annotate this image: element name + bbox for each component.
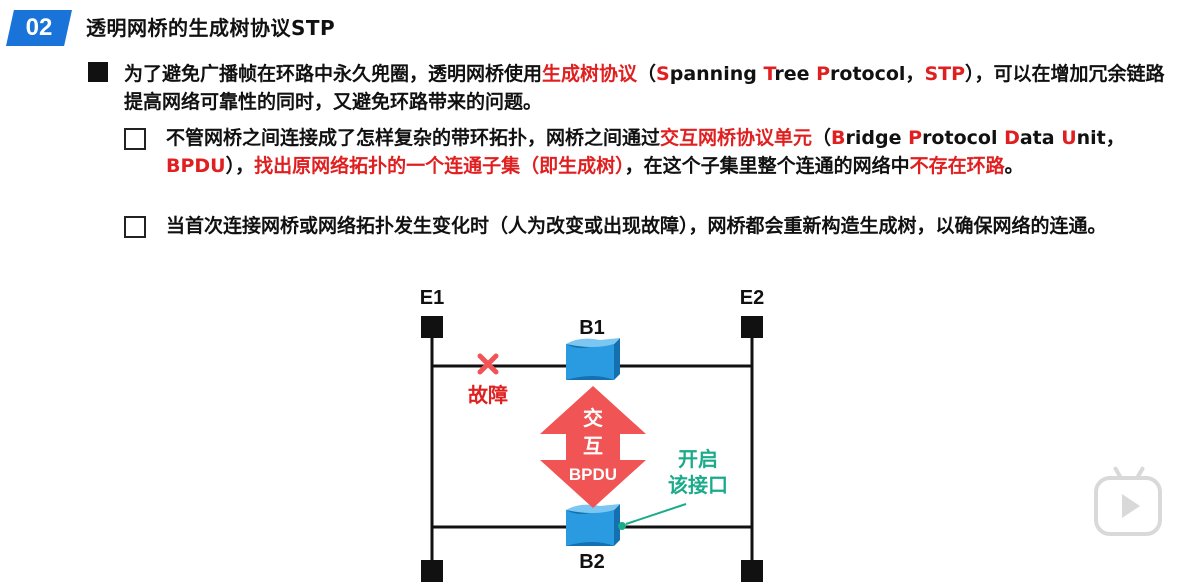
label-b2: B2 xyxy=(579,551,605,573)
open-label-1: 开启 xyxy=(678,447,718,471)
bullet-checkbox-icon xyxy=(124,128,146,150)
text-run: 为了避免广播帧在环路中永久兜圈，透明网桥使用 xyxy=(124,63,543,85)
highlight-letter: D xyxy=(1004,127,1020,149)
text-run: 。 xyxy=(1004,155,1024,177)
highlight-letter: P xyxy=(908,127,923,149)
highlight-letter: T xyxy=(763,63,775,85)
open-pointer-line xyxy=(625,503,687,525)
label-e1: E1 xyxy=(420,287,444,309)
bridge-b2-icon xyxy=(566,504,620,546)
text-run: nit， xyxy=(1076,127,1125,149)
play-ear-left xyxy=(1112,465,1124,481)
bullet-2-text: 不管网桥之间连接成了怎样复杂的带环拓扑，网桥之间通过交互网桥协议单元（Bridg… xyxy=(166,124,1174,180)
fault-x-icon xyxy=(477,353,499,375)
bullet-2: 不管网桥之间连接成了怎样复杂的带环拓扑，网桥之间通过交互网桥协议单元（Bridg… xyxy=(124,124,1174,180)
arrow-label-2: 互 xyxy=(583,436,603,458)
text-run: ata xyxy=(1019,127,1062,149)
text-run: rotocol xyxy=(922,127,1005,149)
text-run: ridge xyxy=(845,127,909,149)
bullet-square-icon xyxy=(88,62,108,82)
text-run: （ xyxy=(812,127,832,149)
section-number: 02 xyxy=(25,14,53,41)
highlight-letter: P xyxy=(816,63,831,85)
text-run: ）， xyxy=(225,155,255,177)
highlight-stp-term: 生成树协议 xyxy=(542,63,638,85)
bullet-3: 当首次连接网桥或网络拓扑发生变化时（人为改变或出现故障），网桥都会重新构造生成树… xyxy=(124,212,1174,240)
label-e2: E2 xyxy=(740,287,764,309)
page-title: 透明网桥的生成树协议STP xyxy=(86,16,336,40)
bullet-checkbox-icon xyxy=(124,216,146,238)
highlight-letter: B xyxy=(831,127,846,149)
open-label-2: 该接口 xyxy=(668,473,728,497)
open-pointer-dot xyxy=(618,522,626,530)
arrow-label-1: 交 xyxy=(583,406,603,430)
play-ear-right xyxy=(1134,465,1146,481)
play-button[interactable] xyxy=(1094,465,1162,536)
text-run: panning xyxy=(669,63,764,85)
host-bottom-right-square xyxy=(741,560,763,582)
host-bottom-left-square xyxy=(421,560,443,582)
fault-label: 故障 xyxy=(468,383,508,407)
text-run: （ xyxy=(637,63,657,85)
highlight-subset: 找出原网络拓扑的一个连通子集（即生成树） xyxy=(254,155,625,177)
highlight-bpdu-term: 交互网桥协议单元 xyxy=(660,127,813,149)
arrow-label-3: BPDU xyxy=(569,465,617,484)
bullet-3-text: 当首次连接网桥或网络拓扑发生变化时（人为改变或出现故障），网桥都会重新构造生成树… xyxy=(166,215,1107,237)
highlight-letter: U xyxy=(1061,127,1077,149)
play-icon xyxy=(1122,494,1140,518)
bridge-b1-icon xyxy=(566,338,620,380)
text-run: ree xyxy=(774,63,817,85)
highlight-no-loop: 不存在环路 xyxy=(909,155,1005,177)
host-e1-square xyxy=(421,316,443,338)
host-e2-square xyxy=(741,316,763,338)
text-run: ），可以在增加冗余链路提高网络可靠性的同时，又避免环路带来的问题。 xyxy=(124,63,1165,113)
text-run: ，在这个子集里整个连通的网络中 xyxy=(624,155,910,177)
bullet-1: 为了避免广播帧在环路中永久兜圈，透明网桥使用生成树协议（Spanning Tre… xyxy=(88,60,1168,116)
bpdu-double-arrow xyxy=(540,386,646,508)
label-b1: B1 xyxy=(579,317,605,339)
highlight-stp: STP xyxy=(924,63,966,85)
highlight-letter: S xyxy=(656,63,670,85)
highlight-bpdu: BPDU xyxy=(166,155,226,177)
text-run: 不管网桥之间连接成了怎样复杂的带环拓扑，网桥之间通过 xyxy=(166,127,661,149)
text-run: rotocol， xyxy=(830,63,925,85)
section-number-badge: 02 xyxy=(6,10,72,46)
bullet-1-text: 为了避免广播帧在环路中永久兜圈，透明网桥使用生成树协议（Spanning Tre… xyxy=(124,60,1168,116)
